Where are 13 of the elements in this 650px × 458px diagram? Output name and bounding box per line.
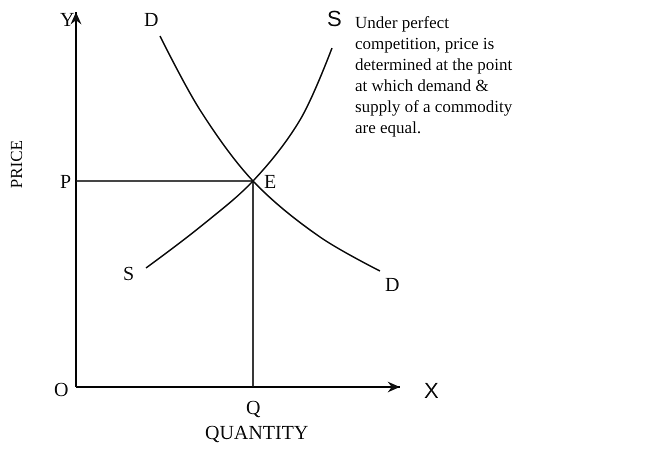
note-text: Under perfect competition, price is determined at the point at which demand & supply of a commodity are equal. [355,12,514,138]
origin-label: O [54,380,68,400]
axis-title: QUANTITY [205,423,308,443]
curve-label: D [385,275,400,295]
axis-label: X [424,380,439,402]
curve-label: S [123,264,134,284]
point-label: E [264,172,276,192]
point-label: Q [246,398,260,418]
point-label: P [60,172,72,192]
curve-label: S [327,8,342,30]
curve-label: D [144,10,158,30]
axis-title: PRICE [8,140,25,188]
axis-label: Y [60,10,74,30]
